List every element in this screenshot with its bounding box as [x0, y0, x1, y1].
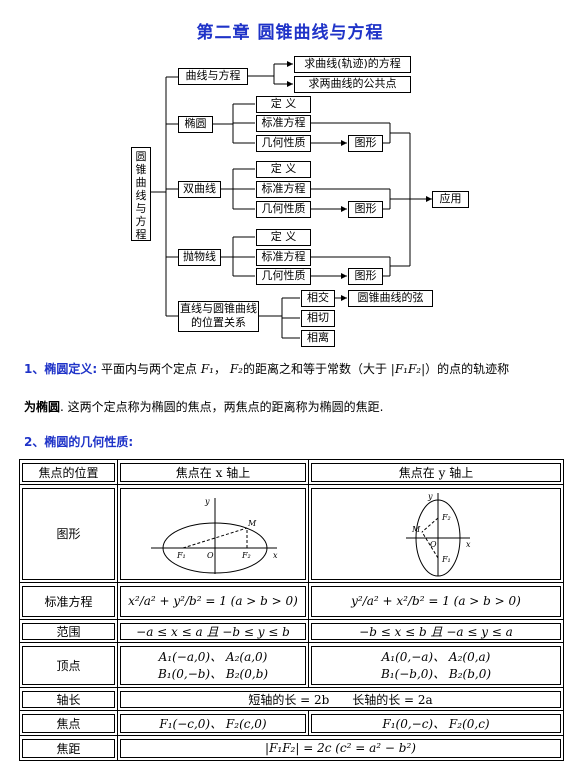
fig-label: F₁ [441, 555, 451, 564]
range-x: −a ≤ x ≤ a 且 −b ≤ y ≤ b [120, 622, 306, 640]
range-y: −b ≤ x ≤ b 且 −a ≤ y ≤ a [311, 622, 561, 640]
fig-label: y [204, 497, 210, 506]
node-ellipse: 椭圆 [178, 116, 213, 133]
fig-label: y [427, 492, 433, 501]
header-focus-position: 焦点的位置 [22, 462, 115, 482]
node-intersect: 相交 [301, 290, 335, 307]
vertices-y: A₁(0,−a)、 A₂(0,a) B₁(−b,0)、 B₂(b,0) [311, 645, 561, 685]
node-trajectory-equation: 求曲线(轨迹)的方程 [294, 56, 411, 73]
node-hyperbola: 双曲线 [178, 181, 221, 198]
row-label-foci: 焦点 [22, 713, 115, 733]
table-row: 焦距 |F₁F₂| = 2c (c² = a² − b²) [19, 735, 564, 761]
fig-label: x [466, 540, 471, 549]
axis-length: 短轴的长 = 2b 长轴的长 = 2a [120, 690, 561, 708]
fig-label: M [247, 519, 257, 528]
header-y-axis: 焦点在 y 轴上 [311, 462, 561, 482]
ellipse-definition-line2: 为椭圆. 这两个定点称为椭圆的焦点，两焦点的距离称为椭圆的焦距. [24, 400, 384, 414]
row-label-standard-eq: 标准方程 [22, 585, 115, 617]
foci-x: F₁(−c,0)、 F₂(c,0) [120, 713, 306, 733]
chapter-title: 第二章 圆锥曲线与方程 [196, 23, 384, 43]
node-parabola-graph: 图形 [348, 268, 383, 285]
node-line-conic: 直线与圆锥曲线的位置关系 [178, 301, 259, 332]
fig-label: O [430, 540, 437, 549]
ellipse-properties-table: 焦点的位置 焦点在 x 轴上 焦点在 y 轴上 图形 y M F₁ O F₂ [19, 459, 564, 761]
node-application: 应用 [432, 191, 469, 208]
focal-distance: |F₁F₂| = 2c (c² = a² − b²) [120, 738, 561, 758]
table-row: 顶点 A₁(−a,0)、 A₂(a,0) B₁(0,−b)、 B₂(0,b) A… [19, 642, 564, 688]
node-ellipse-standard: 标准方程 [256, 115, 311, 132]
standard-eq-y: y²/a² + x²/b² = 1 (a > b > 0) [311, 585, 561, 617]
node-ellipse-graph: 图形 [348, 135, 383, 152]
node-curve-equation: 曲线与方程 [178, 68, 248, 85]
node-parabola-standard: 标准方程 [256, 249, 311, 266]
table-row: 焦点 F₁(−c,0)、 F₂(c,0) F₁(0,−c)、 F₂(0,c) [19, 710, 564, 736]
table-row: 焦点的位置 焦点在 x 轴上 焦点在 y 轴上 [19, 459, 564, 485]
foci-y: F₁(0,−c)、 F₂(0,c) [311, 713, 561, 733]
node-hyperbola-graph: 图形 [348, 201, 383, 218]
root-node: 圆锥曲线与方程 [131, 147, 151, 241]
header-x-axis: 焦点在 x 轴上 [120, 462, 306, 482]
row-label-graph: 图形 [22, 487, 115, 580]
node-separate: 相离 [301, 330, 335, 347]
section1-heading: 1、椭圆定义: [24, 362, 98, 376]
fig-label: x [273, 551, 278, 560]
node-parabola-props: 几何性质 [256, 268, 311, 285]
vertices-x: A₁(−a,0)、 A₂(a,0) B₁(0,−b)、 B₂(0,b) [120, 645, 306, 685]
node-hyperbola-definition: 定 义 [256, 161, 311, 178]
fig-label: F₁ [176, 551, 186, 560]
row-label-axis-length: 轴长 [22, 690, 115, 708]
fig-label: O [207, 551, 214, 560]
ellipse-definition-line1: 1、椭圆定义: 平面内与两个定点 F₁， F₂的距离之和等于常数（大于 |F₁F… [24, 362, 510, 376]
row-label-vertices: 顶点 [22, 645, 115, 685]
concept-map-connectors [150, 61, 432, 339]
row-label-focal-distance: 焦距 [22, 738, 115, 758]
figure-x-axis-ellipse: y M F₁ O F₂ x [120, 487, 306, 580]
node-parabola-definition: 定 义 [256, 229, 311, 246]
fig-label: F₂ [241, 551, 251, 560]
node-tangent: 相切 [301, 310, 335, 327]
node-parabola: 抛物线 [178, 249, 221, 266]
fig-label: M [411, 525, 421, 534]
node-hyperbola-standard: 标准方程 [256, 181, 311, 198]
table-row: 范围 −a ≤ x ≤ a 且 −b ≤ y ≤ b −b ≤ x ≤ b 且 … [19, 619, 564, 643]
section2-heading: 2、椭圆的几何性质: [24, 435, 134, 449]
table-row: 标准方程 x²/a² + y²/b² = 1 (a > b > 0) y²/a²… [19, 582, 564, 620]
node-hyperbola-props: 几何性质 [256, 201, 311, 218]
node-ellipse-props: 几何性质 [256, 135, 311, 152]
row-label-range: 范围 [22, 622, 115, 640]
table-row: 图形 y M F₁ O F₂ x [19, 484, 564, 583]
standard-eq-x: x²/a² + y²/b² = 1 (a > b > 0) [120, 585, 306, 617]
table-row: 轴长 短轴的长 = 2b 长轴的长 = 2a [19, 687, 564, 711]
figure-y-axis-ellipse: y F₂ M O x F₁ [311, 487, 561, 580]
node-chord: 圆锥曲线的弦 [348, 290, 433, 307]
node-common-points: 求两曲线的公共点 [294, 76, 411, 93]
node-ellipse-definition: 定 义 [256, 96, 311, 113]
fig-label: F₂ [441, 513, 451, 522]
